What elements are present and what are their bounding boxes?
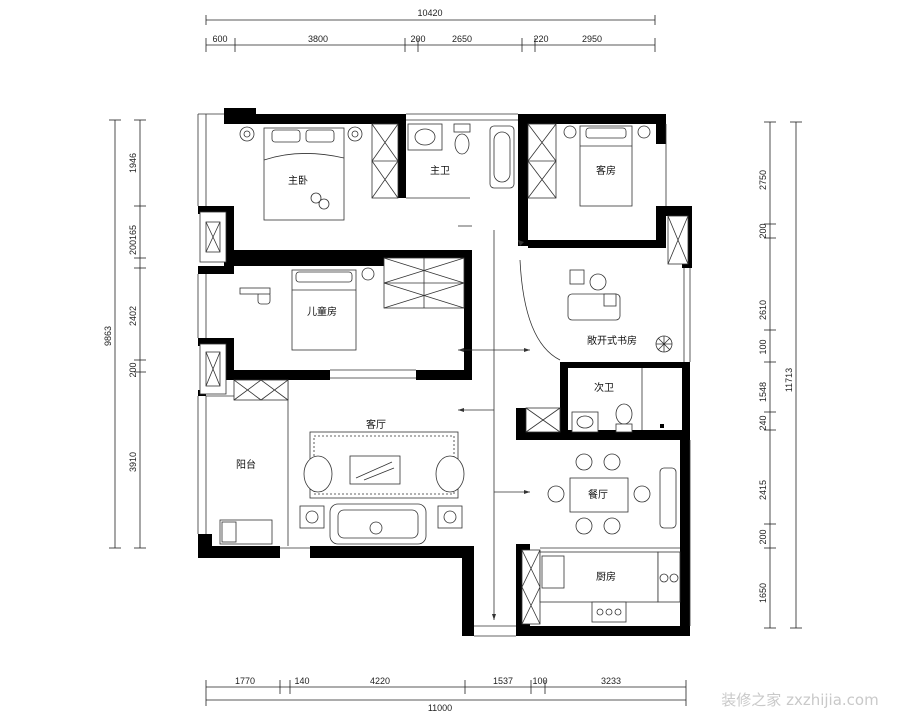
room-label-master-bedroom: 主卧 xyxy=(288,174,308,187)
living-room-furniture xyxy=(299,431,465,545)
right-dim-4: 100 xyxy=(758,339,768,354)
right-dim-8: 200 xyxy=(758,529,768,544)
bottom-dim-3: 4220 xyxy=(370,676,390,686)
outline-lines xyxy=(197,113,691,637)
right-dim-1: 2750 xyxy=(758,170,768,190)
room-label-guest-room: 客房 xyxy=(596,164,616,177)
left-dim-2: 200165 xyxy=(128,225,138,255)
bottom-dim-5: 100 xyxy=(532,676,547,686)
right-dim-9: 1650 xyxy=(758,583,768,603)
top-total-dim: 10420 xyxy=(417,8,442,18)
balcony-washer xyxy=(219,519,273,545)
left-total-dim: 9863 xyxy=(103,326,113,346)
top-dim-6: 2950 xyxy=(582,34,602,44)
right-dim-3: 2610 xyxy=(758,300,768,320)
circulation-arrows xyxy=(458,225,530,620)
guest-bed xyxy=(563,125,651,207)
right-dim-6: 240 xyxy=(758,415,768,430)
left-dim-3: 2402 xyxy=(128,306,138,326)
master-bed xyxy=(239,126,363,221)
left-dim-5: 3910 xyxy=(128,452,138,472)
room-label-kids-room: 儿童房 xyxy=(307,305,337,318)
dining-set xyxy=(547,453,677,535)
left-dimension-chain: 9863 1946 200165 2402 200 3910 xyxy=(103,119,146,549)
right-total-dim: 11713 xyxy=(784,368,794,392)
room-label-dining: 餐厅 xyxy=(588,488,608,501)
room-label-second-bath: 次卫 xyxy=(594,381,614,394)
bottom-total-dim: 11000 xyxy=(428,703,452,713)
bottom-dim-1: 1770 xyxy=(235,676,255,686)
left-dim-4: 200 xyxy=(128,362,138,377)
right-dim-2: 200 xyxy=(758,223,768,238)
master-bath-fixtures xyxy=(406,123,515,199)
right-dim-5: 1548 xyxy=(758,382,768,402)
bottom-dimension-chain: 1770 140 4220 1537 100 3233 11000 xyxy=(205,676,687,713)
room-label-study: 敞开式书房 xyxy=(587,334,637,347)
top-dim-4: 2650 xyxy=(452,34,472,44)
top-dim-1: 600 xyxy=(212,34,227,44)
study-furniture xyxy=(519,259,673,361)
watermark: 装修之家 zxzhijia.com xyxy=(721,691,878,709)
bottom-dim-6: 3233 xyxy=(601,676,621,686)
walls xyxy=(198,108,692,636)
room-label-balcony: 阳台 xyxy=(236,458,256,471)
right-dim-7: 2415 xyxy=(758,480,768,500)
kids-bed xyxy=(239,267,375,351)
wardrobes xyxy=(199,123,689,625)
room-label-living-room: 客厅 xyxy=(366,418,386,431)
right-dimension-chain: 2750 200 2610 100 1548 240 2415 200 1650… xyxy=(758,121,802,629)
bottom-dim-2: 140 xyxy=(294,676,309,686)
bottom-dim-4: 1537 xyxy=(493,676,513,686)
top-dimension-chain: 10420 600 3800 200 2650 220 2950 xyxy=(205,8,656,52)
room-label-kitchen: 厨房 xyxy=(596,570,616,583)
top-dim-2: 3800 xyxy=(308,34,328,44)
kitchen-fittings xyxy=(539,547,681,623)
room-label-master-bath: 主卫 xyxy=(430,165,450,177)
left-dim-1: 1946 xyxy=(128,153,138,173)
top-dim-3: 200 xyxy=(410,34,425,44)
second-bath-fixtures xyxy=(571,368,664,433)
top-dim-5: 220 xyxy=(533,34,548,44)
